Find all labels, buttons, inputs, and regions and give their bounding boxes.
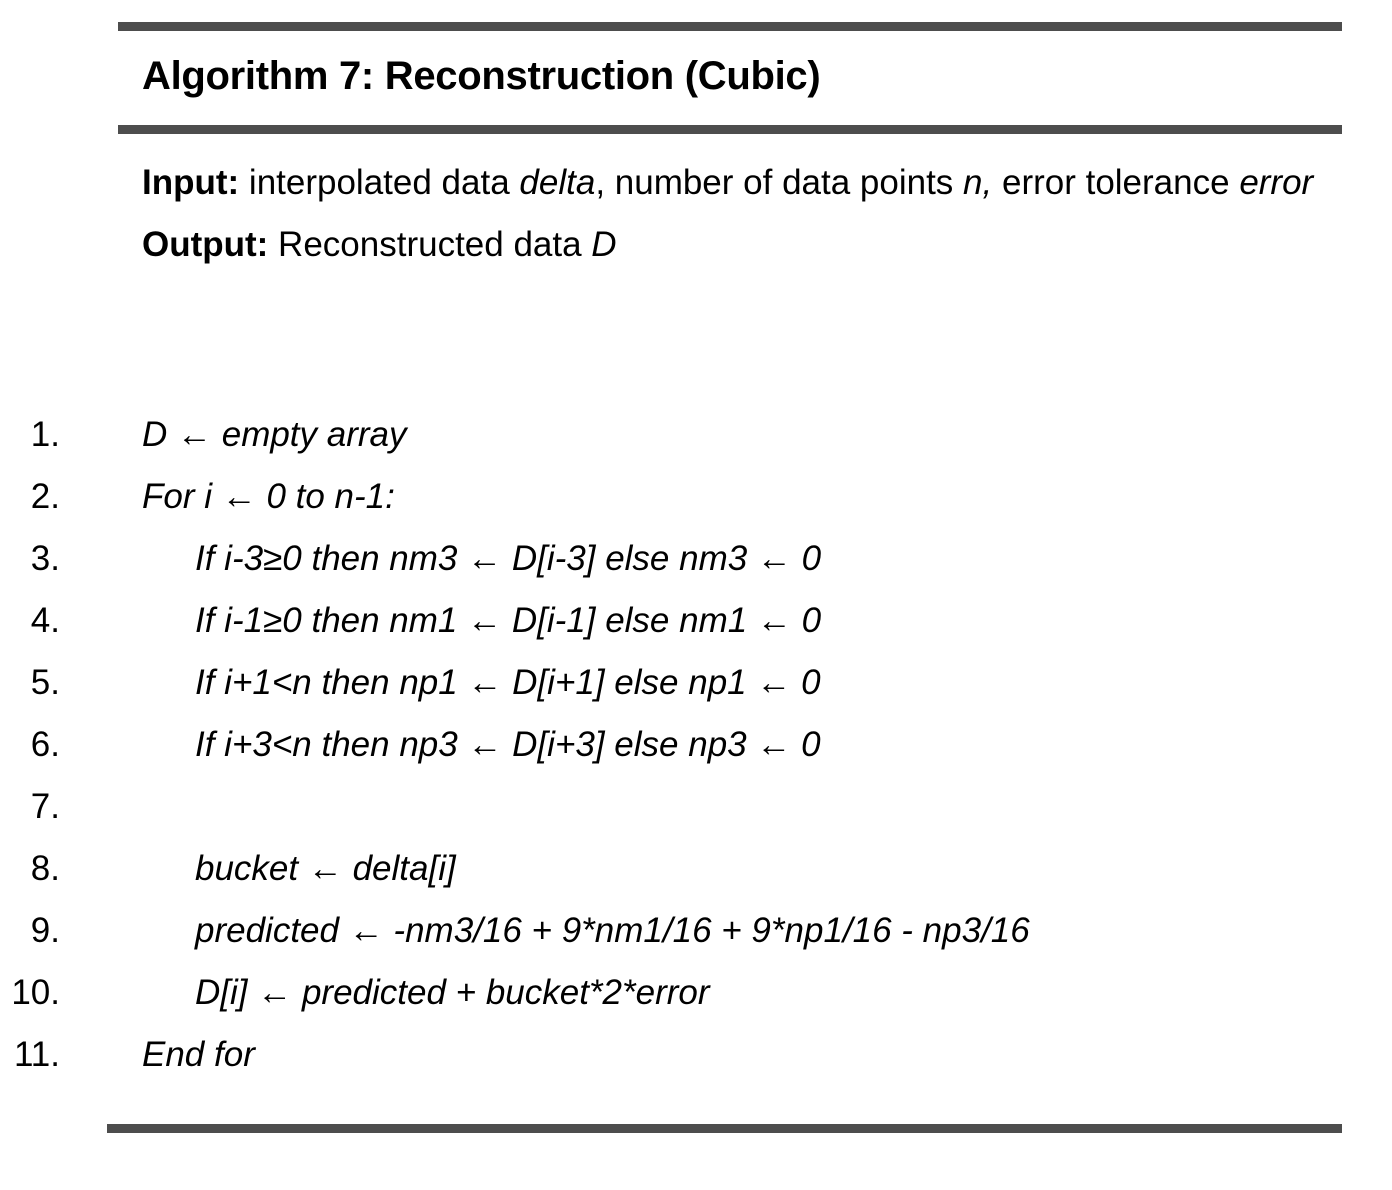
step-number: 4. [30, 601, 60, 640]
step-row: 6. If i+3<n then np3 ← D[i+3] else np3 ← … [0, 714, 1392, 776]
step-row: 7. [0, 776, 1392, 838]
step-row: 9. predicted ← -nm3/16 + 9*nm1/16 + 9*np1… [0, 900, 1392, 962]
input-text-a: interpolated data [239, 163, 520, 202]
step-text: D[i] ← predicted + bucket*2*error [195, 973, 710, 1012]
step-text: For i ← 0 to n-1: [142, 477, 395, 516]
algorithm-steps-list: 1. D ← empty array 2. For i ← 0 to n-1: 3. If… [0, 404, 1392, 1086]
step-row: 8. bucket ← delta[i] [0, 838, 1392, 900]
step-number: 1. [30, 415, 60, 454]
step-number: 6. [30, 725, 60, 764]
step-text: If i+3<n then np3 ← D[i+3] else np3 ← 0 [195, 725, 821, 764]
step-text: predicted ← -nm3/16 + 9*nm1/16 + 9*np1/1… [195, 911, 1030, 950]
input-line: Input: interpolated data delta, number o… [142, 152, 1352, 214]
step-text: bucket ← delta[i] [195, 849, 456, 888]
step-row: 11. End for [0, 1024, 1392, 1086]
step-row: 4. If i-1≥0 then nm1 ← D[i-1] else nm1 ← … [0, 590, 1392, 652]
step-row: 10. D[i] ← predicted + bucket*2*error [0, 962, 1392, 1024]
input-label: Input: [142, 163, 240, 202]
step-number: 2. [30, 477, 60, 516]
bottom-rule-divider [107, 1124, 1342, 1133]
output-line: Output: Reconstructed data D [142, 214, 1352, 276]
input-text-b: , number of data points [595, 163, 964, 202]
input-var-n: n, [963, 163, 993, 202]
step-number: 5. [30, 663, 60, 702]
step-row: 1. D ← empty array [0, 404, 1392, 466]
step-number: 8. [30, 849, 60, 888]
input-var-delta: delta [519, 163, 596, 202]
step-row: 2. For i ← 0 to n-1: [0, 466, 1392, 528]
algorithm-title: Algorithm 7: Reconstruction (Cubic) [142, 54, 821, 98]
step-text: D ← empty array [142, 415, 407, 454]
step-number: 11. [13, 1035, 60, 1074]
title-separator-rule [118, 125, 1342, 134]
step-row: 3. If i-3≥0 then nm3 ← D[i-3] else nm3 ← … [0, 528, 1392, 590]
step-text: If i-1≥0 then nm1 ← D[i-1] else nm1 ← 0 [195, 601, 822, 640]
input-var-error: error [1239, 163, 1314, 202]
top-rule-divider [118, 22, 1342, 31]
step-text: End for [142, 1035, 255, 1074]
output-label: Output: [142, 225, 269, 264]
output-var-D: D [591, 225, 617, 264]
step-number: 7. [30, 787, 60, 826]
output-text: Reconstructed data [268, 225, 592, 264]
step-number: 3. [30, 539, 60, 578]
io-specification: Input: interpolated data delta, number o… [142, 152, 1352, 276]
step-number: 10. [11, 973, 60, 1012]
step-row: 5. If i+1<n then np1 ← D[i+1] else np1 ← … [0, 652, 1392, 714]
input-text-c: error tolerance [992, 163, 1240, 202]
step-text: If i-3≥0 then nm3 ← D[i-3] else nm3 ← 0 [195, 539, 822, 578]
step-text: If i+1<n then np1 ← D[i+1] else np1 ← 0 [195, 663, 821, 702]
step-number: 9. [30, 911, 60, 950]
